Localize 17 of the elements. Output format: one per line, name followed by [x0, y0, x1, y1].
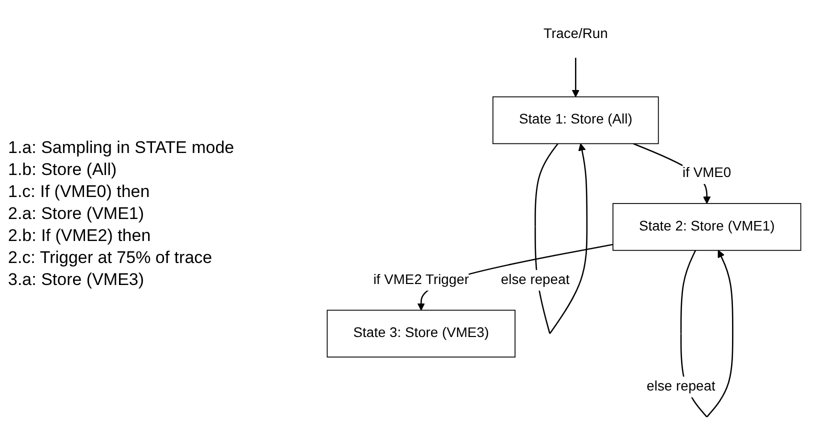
edge-label: else repeat [500, 272, 570, 287]
node-text: Trace/Run [544, 26, 608, 41]
node-box: State 3: Store (VME3) [326, 309, 516, 357]
step-text: 1.c: If (VME0) then [8, 180, 151, 202]
step-text: 2.a: Store (VME1) [8, 202, 146, 224]
node-box: State 2: Store (VME1) [612, 202, 802, 250]
step-text: 2.b: If (VME2) then [8, 224, 152, 246]
node-box: State 1: Store (All) [492, 96, 659, 144]
edge-label: if VME0 [682, 165, 732, 180]
edge-label: else repeat [646, 378, 716, 394]
step-text: 1.b: Store (All) [8, 158, 118, 180]
step-text: 1.a: Sampling in STATE mode [8, 136, 236, 158]
arrow [417, 243, 614, 310]
step-text: 2.c: Trigger at 75% of trace [8, 246, 214, 268]
arrow [572, 57, 580, 97]
edge-label: if VME2 Trigger [373, 272, 469, 287]
step-text: 3.a: Store (VME3) [8, 268, 146, 290]
